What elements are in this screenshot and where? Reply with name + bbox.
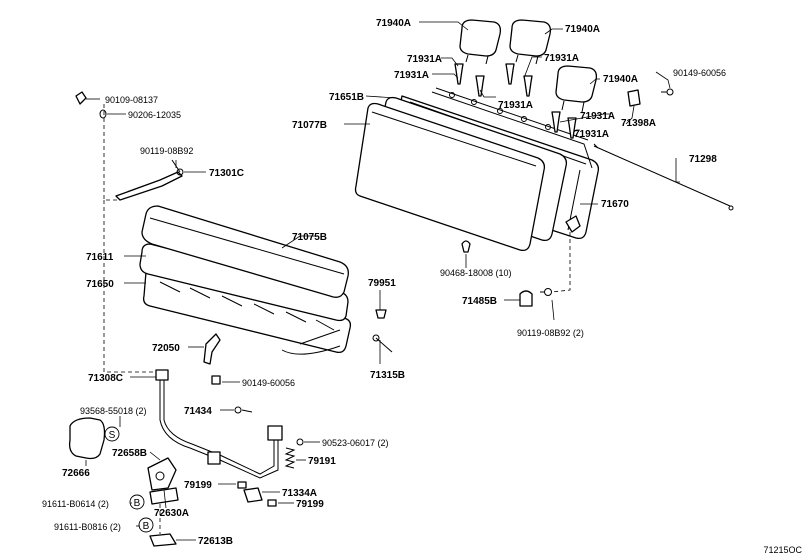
label-71940A-1: 71940A bbox=[376, 18, 411, 29]
bracket-71670 bbox=[565, 215, 581, 233]
bushing-79199-1 bbox=[237, 481, 247, 489]
label-71077B: 71077B bbox=[292, 120, 327, 131]
cap-71485B bbox=[519, 290, 533, 307]
headrest-middle bbox=[509, 19, 552, 65]
seat-back-cushion bbox=[354, 102, 546, 252]
label-79191: 79191 bbox=[308, 456, 336, 467]
label-93568-55018: 93568-55018 (2) bbox=[80, 406, 147, 416]
symbol-s-label: S bbox=[109, 430, 116, 441]
label-72050: 72050 bbox=[152, 343, 180, 354]
label-90149-60056-lower: 90149-60056 bbox=[242, 378, 295, 388]
label-71334A: 71334A bbox=[282, 488, 317, 499]
washer-90206 bbox=[99, 109, 107, 119]
label-71301C: 71301C bbox=[209, 168, 244, 179]
seat-cushion-frame bbox=[142, 271, 352, 355]
symbol-s: S bbox=[104, 426, 120, 442]
seat-back-top-rail bbox=[431, 87, 593, 169]
callout-labels: 71940A 71940A 71931A 71931A 71931A 90149… bbox=[42, 18, 802, 555]
label-90523-06017: 90523-06017 (2) bbox=[322, 438, 389, 448]
label-91611-B0614: 91611-B0614 (2) bbox=[42, 499, 109, 509]
seat-cushion-pad bbox=[139, 243, 349, 322]
bolt-90109 bbox=[75, 91, 87, 105]
hinge-72050 bbox=[203, 333, 221, 365]
label-71611: 71611 bbox=[86, 252, 114, 263]
clip-90468 bbox=[461, 240, 471, 253]
label-72666: 72666 bbox=[62, 468, 90, 479]
label-90468-18008: 90468-18008 (10) bbox=[440, 268, 512, 278]
leader-lines bbox=[85, 21, 680, 541]
label-71931A-4: 71931A bbox=[498, 100, 533, 111]
label-71650: 71650 bbox=[86, 279, 114, 290]
label-71434: 71434 bbox=[184, 406, 212, 417]
label-71315B: 71315B bbox=[370, 370, 405, 381]
label-79199-1: 79199 bbox=[184, 480, 212, 491]
headrest-supports bbox=[454, 63, 577, 139]
headrest-right bbox=[555, 65, 598, 113]
lock-72658B bbox=[147, 457, 177, 491]
label-72630A: 72630A bbox=[154, 508, 189, 519]
washer-90523 bbox=[296, 438, 304, 446]
bushing-79199-2 bbox=[267, 499, 277, 507]
bracket-71301C bbox=[115, 159, 184, 201]
label-90119-08B92: 90119-08B92 bbox=[140, 146, 193, 156]
hook-79951 bbox=[375, 309, 387, 319]
diagram-code: 71215OC bbox=[763, 545, 802, 555]
label-90149-60056-upper: 90149-60056 bbox=[673, 68, 726, 78]
spring-79191 bbox=[284, 447, 296, 469]
label-90119-08B92-2: 90119-08B92 (2) bbox=[517, 328, 584, 338]
bolt-71315B bbox=[372, 334, 393, 353]
bolt-90119-lower bbox=[540, 288, 552, 296]
label-79199-2: 79199 bbox=[296, 499, 324, 510]
label-71398A: 71398A bbox=[621, 118, 656, 129]
base-72630A bbox=[149, 487, 179, 505]
label-72613B: 72613B bbox=[198, 536, 233, 547]
label-71940A-2: 71940A bbox=[565, 24, 600, 35]
bolt-90149-lower bbox=[211, 375, 221, 385]
clip-71398A bbox=[627, 89, 641, 107]
label-71931A-3: 71931A bbox=[394, 70, 429, 81]
bolt-90149-upper bbox=[661, 88, 674, 96]
label-71931A-5: 71931A bbox=[580, 111, 615, 122]
label-71651B: 71651B bbox=[329, 92, 364, 103]
label-72658B: 72658B bbox=[112, 448, 147, 459]
symbol-b-upper: B bbox=[129, 494, 145, 510]
label-71485B: 71485B bbox=[462, 296, 497, 307]
cover-72666 bbox=[68, 417, 106, 460]
label-90206-12035: 90206-12035 bbox=[128, 110, 181, 120]
label-71670: 71670 bbox=[601, 199, 629, 210]
bolt-71434 bbox=[234, 406, 253, 414]
label-71931A-1: 71931A bbox=[407, 54, 442, 65]
label-71940A-3: 71940A bbox=[603, 74, 638, 85]
label-71298: 71298 bbox=[689, 154, 717, 165]
label-71075B: 71075B bbox=[292, 232, 327, 243]
bracket-72613B bbox=[149, 533, 177, 547]
label-91611-B0816: 91611-B0816 (2) bbox=[54, 522, 121, 532]
headrest-left bbox=[459, 19, 502, 65]
bracket-71334A bbox=[243, 487, 263, 503]
label-71308C: 71308C bbox=[88, 373, 123, 384]
label-71931A-2: 71931A bbox=[544, 53, 579, 64]
label-71931A-6: 71931A bbox=[574, 129, 609, 140]
label-90109-08137: 90109-08137 bbox=[105, 95, 158, 105]
symbol-b-upper-label: B bbox=[134, 498, 141, 509]
symbol-b-lower: B bbox=[138, 517, 154, 533]
symbol-b-lower-label: B bbox=[143, 521, 150, 532]
label-79951: 79951 bbox=[368, 278, 396, 289]
rod-71298 bbox=[593, 143, 734, 211]
seat-cushion-cover bbox=[141, 205, 349, 298]
